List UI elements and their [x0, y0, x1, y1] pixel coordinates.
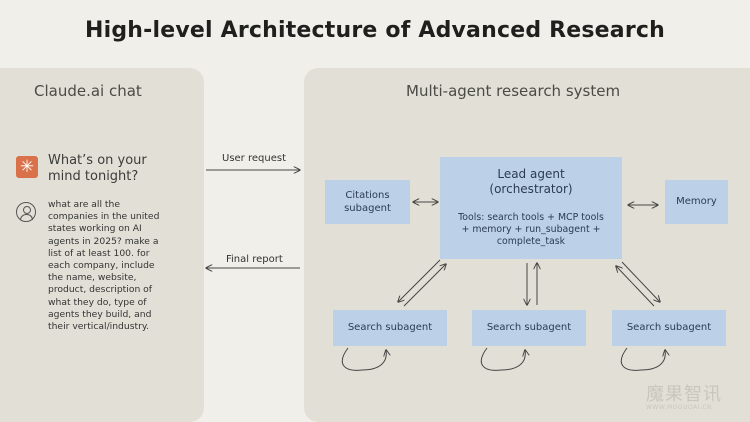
user-request-label: User request — [222, 153, 286, 164]
chat-panel: Claude.ai chat — [0, 68, 204, 422]
watermark-sub: WWW.MOGUOAI.CN — [646, 404, 713, 411]
lead-agent-tools-line2: + memory + run_subagent + — [461, 224, 601, 235]
search-subagent-box: Search subagent — [612, 310, 726, 346]
lead-agent-tools-line3: complete_task — [496, 236, 566, 247]
claude-asterisk-icon: ✳ — [16, 156, 38, 178]
user-query-text: what are all the companies in the united… — [48, 199, 160, 333]
lead-subagent1-arrow-in — [403, 264, 446, 307]
citations-line1: Citations — [345, 190, 390, 201]
user-avatar-icon — [16, 202, 36, 222]
memory-box: Memory — [665, 180, 728, 224]
prompt-heading: What’s on your mind tonight? — [48, 153, 147, 184]
citations-subagent-box: Citations subagent — [325, 180, 410, 224]
lead-subagent1-arrow-out — [398, 259, 441, 302]
diagram-title: High-level Architecture of Advanced Rese… — [84, 18, 666, 43]
lead-agent-tools: Tools: search tools + MCP tools + memory… — [440, 212, 622, 248]
lead-agent-tools-line1: Tools: search tools + MCP tools — [458, 212, 604, 223]
research-system-title: Multi-agent research system — [406, 82, 621, 100]
lead-subagent3-arrow-out — [621, 261, 660, 302]
subagent1-loop-arrow — [341, 347, 386, 371]
search-subagent-box: Search subagent — [472, 310, 586, 346]
lead-agent-title-line2: (orchestrator) — [489, 182, 573, 196]
search-subagent-box: Search subagent — [333, 310, 447, 346]
citations-line2: subagent — [344, 203, 391, 214]
lead-agent-box: Lead agent (orchestrator) Tools: search … — [440, 157, 622, 259]
watermark-logo: 魔果智讯 WWW.MOGUOAI.CN — [646, 386, 746, 412]
subagent3-loop-arrow — [620, 347, 665, 371]
lead-agent-title: Lead agent (orchestrator) — [440, 167, 622, 197]
subagent2-loop-arrow — [480, 347, 525, 371]
watermark-main: 魔果智讯 — [646, 384, 722, 405]
lead-subagent3-arrow-in — [616, 266, 655, 307]
final-report-label: Final report — [226, 254, 283, 265]
chat-panel-title: Claude.ai chat — [34, 82, 142, 100]
lead-agent-title-line1: Lead agent — [497, 167, 565, 181]
